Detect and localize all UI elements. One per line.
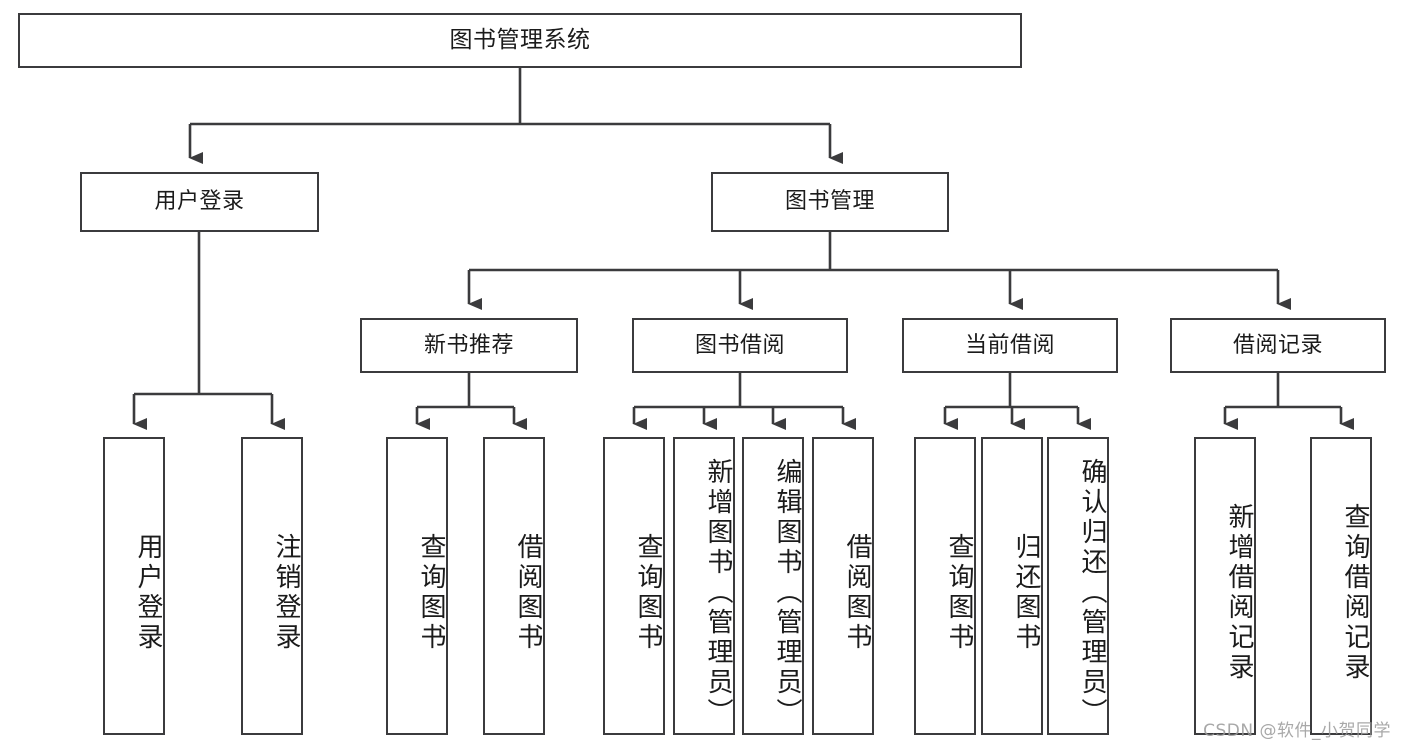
- node-label: 查询借阅记录: [1340, 503, 1370, 683]
- node-label: 注销登录: [271, 533, 301, 653]
- node-new-book-recommend[interactable]: 新书推荐: [360, 318, 578, 373]
- node-label: 查询图书: [416, 533, 446, 653]
- node-label: 图书借阅: [694, 332, 785, 358]
- leaf-book-borrow-add[interactable]: 新增图书（管理员）: [673, 437, 735, 735]
- node-user-login[interactable]: 用户登录: [80, 172, 319, 232]
- leaf-user-login-logout[interactable]: 注销登录: [241, 437, 303, 735]
- leaf-current-borrow-confirm-return[interactable]: 确认归还（管理员）: [1047, 437, 1109, 735]
- leaf-current-borrow-return[interactable]: 归还图书: [981, 437, 1043, 735]
- leaf-new-book-query[interactable]: 查询图书: [386, 437, 448, 735]
- node-book-management[interactable]: 图书管理: [711, 172, 949, 232]
- node-label: 用户登录: [133, 533, 163, 653]
- node-current-borrow[interactable]: 当前借阅: [902, 318, 1118, 373]
- leaf-book-borrow-query[interactable]: 查询图书: [603, 437, 665, 735]
- leaf-book-borrow-borrow[interactable]: 借阅图书: [812, 437, 874, 735]
- node-label: 确认归还（管理员）: [1077, 458, 1107, 728]
- node-label: 归还图书: [1011, 533, 1041, 653]
- node-label: 用户登录: [154, 189, 245, 215]
- leaf-borrow-record-query[interactable]: 查询借阅记录: [1310, 437, 1372, 735]
- leaf-book-borrow-edit[interactable]: 编辑图书（管理员）: [742, 437, 804, 735]
- node-label: 图书管理系统: [449, 26, 591, 53]
- node-label: 新增图书（管理员）: [703, 458, 733, 728]
- node-label: 当前借阅: [964, 332, 1055, 358]
- node-label: 新书推荐: [423, 332, 514, 358]
- node-label: 图书管理: [784, 189, 875, 215]
- leaf-user-login-login[interactable]: 用户登录: [103, 437, 165, 735]
- node-label: 查询图书: [944, 533, 974, 653]
- node-label: 借阅记录: [1232, 332, 1323, 358]
- node-label: 借阅图书: [513, 533, 543, 653]
- leaf-new-book-borrow[interactable]: 借阅图书: [483, 437, 545, 735]
- leaf-current-borrow-query[interactable]: 查询图书: [914, 437, 976, 735]
- node-label: 查询图书: [633, 533, 663, 653]
- node-label: 借阅图书: [842, 533, 872, 653]
- node-root-system[interactable]: 图书管理系统: [18, 13, 1022, 68]
- node-book-borrow[interactable]: 图书借阅: [632, 318, 848, 373]
- leaf-borrow-record-add[interactable]: 新增借阅记录: [1194, 437, 1256, 735]
- node-label: 新增借阅记录: [1224, 503, 1254, 683]
- node-borrow-record[interactable]: 借阅记录: [1170, 318, 1386, 373]
- node-label: 编辑图书（管理员）: [772, 458, 802, 728]
- watermark-text: CSDN @软件_小贺同学: [1203, 721, 1391, 741]
